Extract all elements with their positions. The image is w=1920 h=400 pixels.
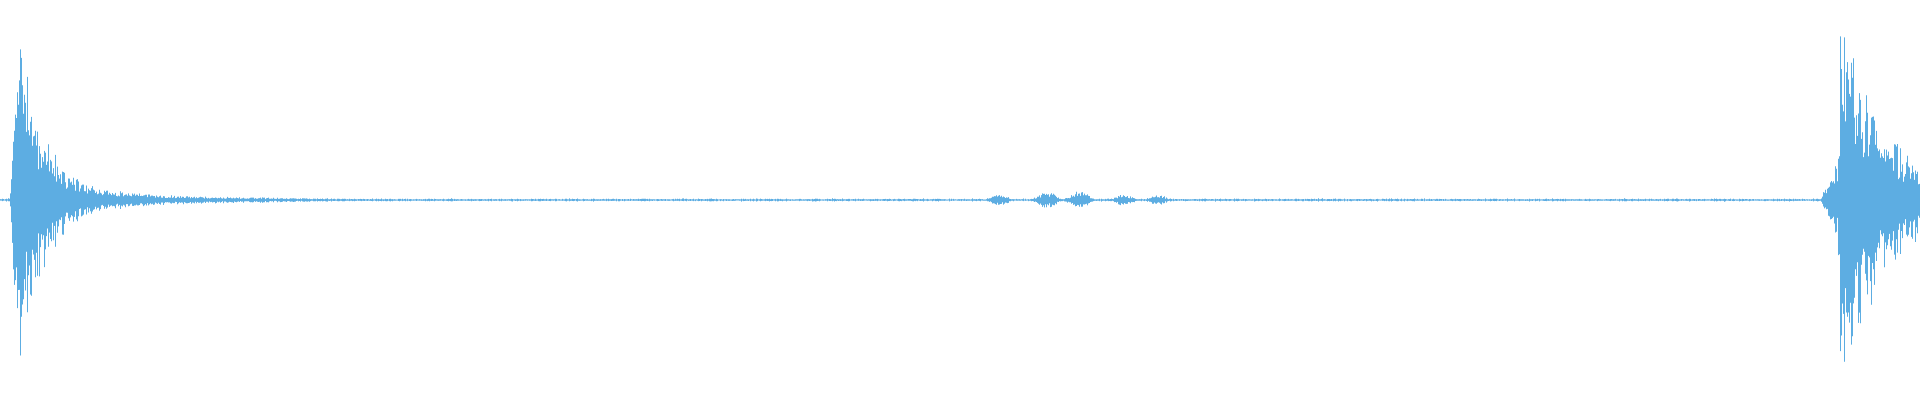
waveform-bars xyxy=(0,36,1920,362)
